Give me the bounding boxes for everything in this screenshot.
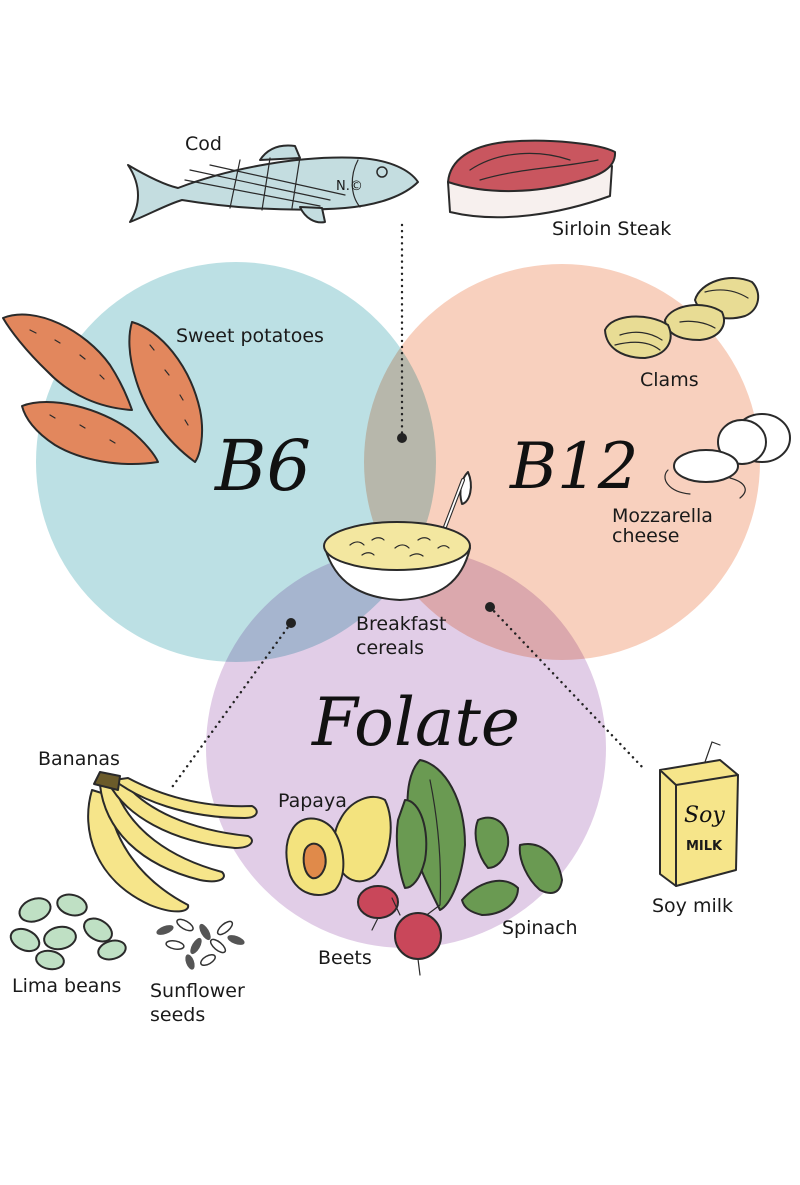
sirloin-label: Sirloin Steak [552, 218, 671, 240]
mozzarella-illustration [664, 413, 791, 499]
bananas-illustration [87, 771, 258, 913]
mozzarella-label-line1: Mozzarella [612, 505, 713, 527]
b6-title: B6 [213, 425, 311, 507]
papaya-illustration [285, 795, 392, 896]
lima-beans-label: Lima beans [12, 975, 121, 997]
carton-milk-text: MILK [686, 839, 723, 854]
sweet-potatoes-label: Sweet potatoes [176, 325, 324, 347]
b12-folate-dot [485, 602, 495, 612]
bananas-label: Bananas [38, 748, 120, 770]
beets-spinach-illustration [357, 759, 563, 976]
soy-milk-label: Soy milk [652, 895, 733, 917]
sirloin-steak-illustration [447, 139, 617, 219]
sunflower-label-line2: seeds [150, 1004, 205, 1026]
cod-illustration: N.© [127, 144, 419, 224]
soy-milk-illustration: Soy MILK [659, 741, 739, 887]
soy-milk-connector [488, 605, 647, 772]
connector-lines [168, 223, 647, 792]
breakfast-label-line2: cereals [356, 637, 424, 659]
carton-soy-text: Soy [684, 803, 725, 828]
b6-b12-dot [397, 433, 407, 443]
sunflower-seeds-illustration [156, 918, 245, 970]
bananas-connector [168, 621, 293, 792]
clams-illustration [604, 277, 760, 359]
breakfast-label-line1: Breakfast [356, 613, 446, 635]
folate-title: Folate [311, 684, 520, 761]
sweet-potatoes-illustration [2, 313, 204, 465]
lima-beans-illustration [9, 893, 127, 971]
cod-label: Cod [185, 133, 222, 155]
beets-label: Beets [318, 947, 372, 969]
spinach-label: Spinach [502, 917, 578, 939]
fish-inscription: N.© [336, 179, 363, 194]
b12-title: B12 [509, 430, 638, 504]
b6-folate-dot [286, 618, 296, 628]
clams-label: Clams [640, 369, 699, 391]
mozzarella-label-line2: cheese [612, 525, 679, 547]
papaya-label: Papaya [278, 790, 347, 812]
sunflower-label-line1: Sunflower [150, 980, 245, 1002]
cereal-bowl-illustration [323, 471, 472, 601]
